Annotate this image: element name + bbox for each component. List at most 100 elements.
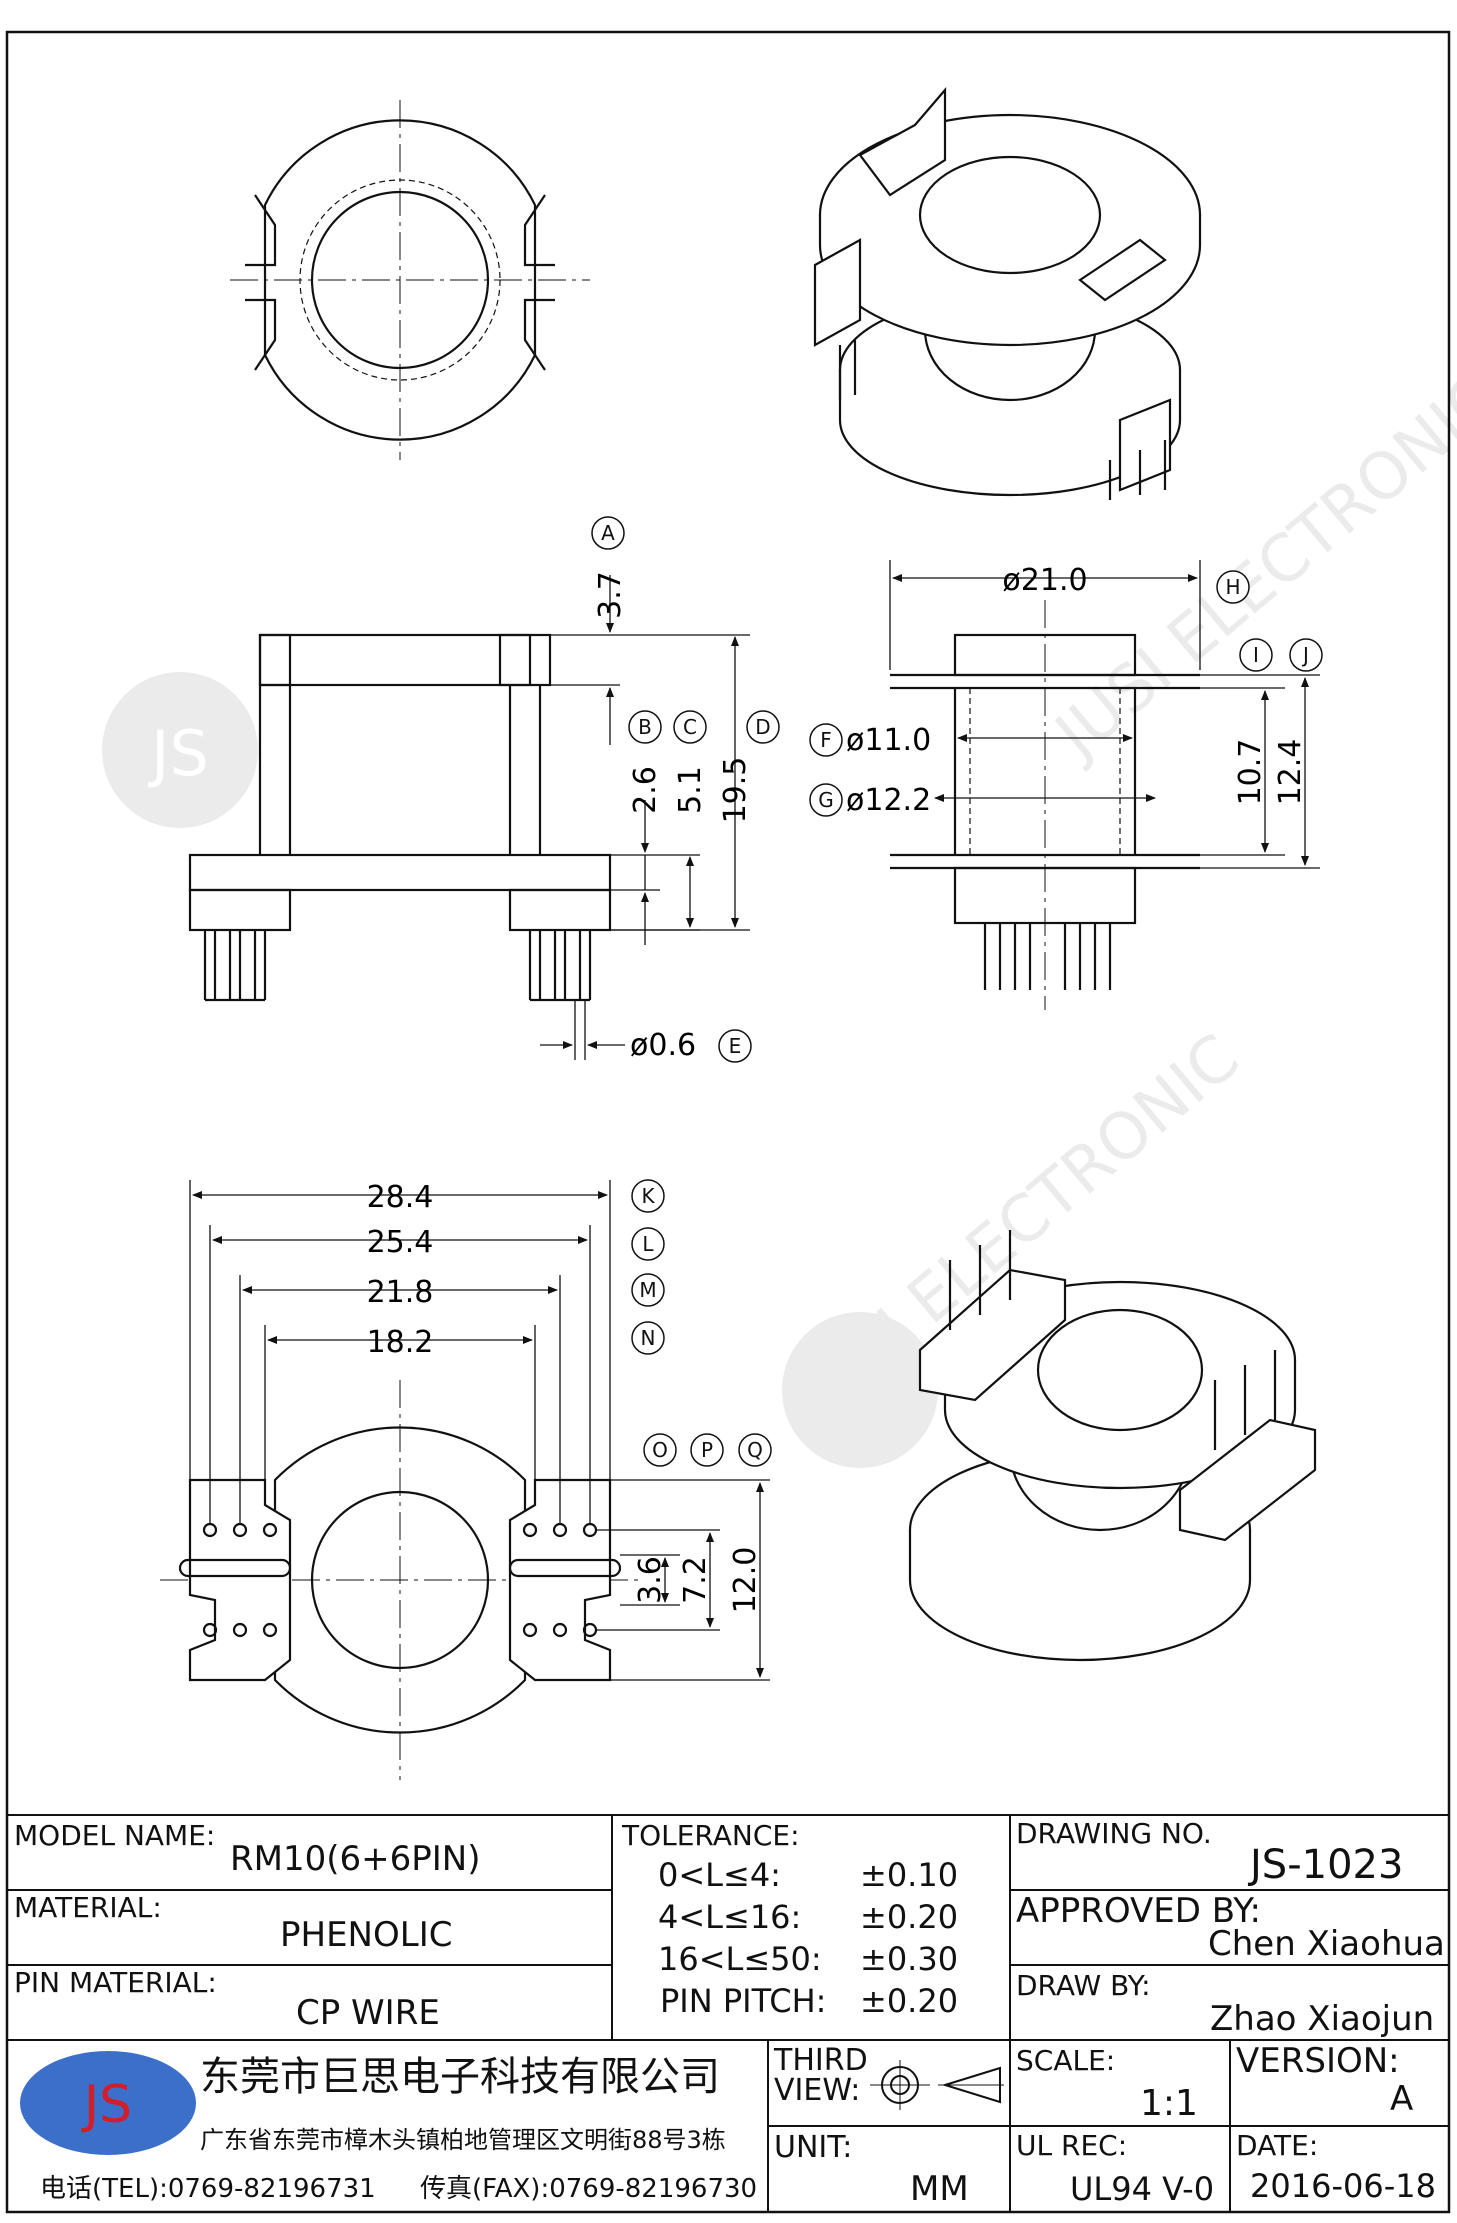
iso-view-top: [813, 87, 1202, 500]
scale-value: 1:1: [1140, 2083, 1198, 2124]
tolerance-label: TOLERANCE:: [621, 1819, 800, 1852]
top-view-bore: [310, 190, 490, 370]
tolerance-range-3: 16<L≤50:: [658, 1940, 822, 1978]
dim-P-value: 7.2: [678, 1556, 713, 1604]
callout-letters: A B C D E F G H I J K L M N O P Q: [601, 521, 1309, 1462]
date-value: 2016-06-18: [1250, 2167, 1436, 2205]
dim-O-value: 3.6: [633, 1556, 668, 1604]
tolerance-value-1: ±0.10: [860, 1856, 958, 1894]
model-label: MODEL NAME:: [14, 1819, 215, 1852]
callout-N-letter: N: [641, 1326, 656, 1350]
callout-M-letter: M: [639, 1278, 656, 1302]
title-block: [6, 1814, 1450, 2213]
top-view-slot-left: [245, 194, 277, 371]
callout-L: [631, 1227, 665, 1261]
tolerance-value-4: ±0.20: [860, 1982, 958, 2020]
material-label: MATERIAL:: [14, 1891, 162, 1924]
company-logo: JS: [20, 2051, 196, 2155]
drawing-no-label: DRAWING NO.: [1016, 1817, 1212, 1850]
pin-material-label: PIN MATERIAL:: [14, 1966, 217, 1999]
callout-L-letter: L: [642, 1232, 654, 1256]
watermark-logo: [102, 672, 258, 828]
callout-G-letter: G: [818, 788, 834, 812]
drawing-no-value: JS-1023: [1247, 1842, 1403, 1888]
callout-G: [809, 783, 843, 817]
front-view-dimensions: [540, 575, 750, 1060]
top-view-slot-right: [523, 194, 555, 371]
callout-E: [718, 1029, 752, 1063]
dim-E-value: ø0.6: [630, 1028, 696, 1063]
callout-C-letter: C: [683, 715, 697, 739]
callout-B: [628, 710, 662, 744]
company-name: 东莞市巨思电子科技有限公司: [200, 2054, 720, 2100]
dim-G-value: ø12.2: [846, 783, 931, 818]
tolerance-range-2: 4<L≤16:: [658, 1898, 801, 1936]
callout-J-letter: J: [1301, 643, 1309, 667]
callout-K-letter: K: [641, 1184, 655, 1208]
dim-I-value: 10.7: [1233, 739, 1268, 806]
company-tel: 电话(TEL):0769-82196731: [40, 2174, 376, 2204]
tolerance-range-1: 0<L≤4:: [658, 1856, 781, 1894]
tolerance-range-4: PIN PITCH:: [660, 1982, 826, 2020]
dim-F-value: ø11.0: [846, 723, 931, 758]
company-logo-text: JS: [81, 2075, 132, 2135]
bottom-view-dimensions: [189, 1180, 770, 1681]
callout-Q: [738, 1433, 772, 1467]
ul-label: UL REC:: [1016, 2129, 1127, 2162]
callout-P-letter: P: [701, 1438, 713, 1462]
callout-E-letter: E: [729, 1034, 742, 1058]
watermark: JS JUSI ELECTRONIC JUSI ELECTRONIC: [102, 361, 1457, 1468]
pin-material-value: CP WIRE: [296, 1993, 440, 2033]
dim-L-value: 25.4: [367, 1225, 434, 1260]
dim-M-value: 21.8: [367, 1275, 434, 1310]
dim-Q-value: 12.0: [728, 1547, 763, 1614]
callout-F-letter: F: [820, 728, 832, 752]
title-block-text: MODEL NAME: RM10(6+6PIN) MATERIAL: PHENO…: [14, 1817, 1445, 2209]
top-view: [230, 100, 590, 460]
tolerance-value-2: ±0.20: [860, 1898, 958, 1936]
callout-B-letter: B: [638, 715, 652, 739]
callout-O-letter: O: [652, 1438, 668, 1462]
version-label: VERSION:: [1236, 2041, 1400, 2081]
projection-symbol-icon: [870, 2060, 1004, 2110]
callout-C: [673, 710, 707, 744]
callouts: [591, 516, 1323, 1467]
callout-F: [809, 723, 843, 757]
unit-value: MM: [910, 2169, 969, 2209]
callout-H-letter: H: [1225, 575, 1240, 599]
dim-D-value: 19.5: [718, 757, 753, 824]
dim-K-value: 28.4: [367, 1180, 434, 1215]
callout-I-letter: I: [1253, 643, 1259, 667]
company-address: 广东省东莞市樟木头镇柏地管理区文明街88号3栋: [200, 2126, 726, 2154]
callout-O: [643, 1433, 677, 1467]
bottom-view: [160, 1380, 640, 1780]
callout-D: [746, 710, 780, 744]
top-view-flange-hidden: [299, 179, 501, 381]
callout-Q-letter: Q: [747, 1438, 763, 1462]
third-view-label-1: THIRD: [773, 2043, 868, 2078]
draw-by-label: DRAW BY:: [1016, 1969, 1151, 2002]
approved-label: APPROVED BY:: [1016, 1891, 1261, 1931]
dim-C-value: 5.1: [673, 766, 708, 814]
callout-A: [591, 516, 625, 550]
iso-view-bottom: [908, 1230, 1317, 1662]
callout-K: [631, 1179, 665, 1213]
date-label: DATE:: [1236, 2129, 1318, 2162]
side-view-dimensions: [889, 560, 1320, 869]
callout-P: [690, 1433, 724, 1467]
tolerance-value-3: ±0.30: [860, 1940, 958, 1978]
front-view: [188, 633, 612, 1002]
dim-B-value: 2.6: [628, 766, 663, 814]
dim-N-value: 18.2: [367, 1325, 434, 1360]
callout-M: [631, 1273, 665, 1307]
version-value: A: [1390, 2079, 1413, 2119]
watermark-logo-text: JS: [147, 717, 209, 790]
unit-label: UNIT:: [774, 2130, 852, 2165]
approved-value: Chen Xiaohua: [1208, 1924, 1445, 1964]
callout-J: [1289, 638, 1323, 672]
draw-by-value: Zhao Xiaojun: [1210, 1999, 1434, 2039]
callout-D-letter: D: [755, 715, 770, 739]
dim-J-value: 12.4: [1273, 739, 1308, 806]
callout-A-letter: A: [601, 521, 615, 545]
